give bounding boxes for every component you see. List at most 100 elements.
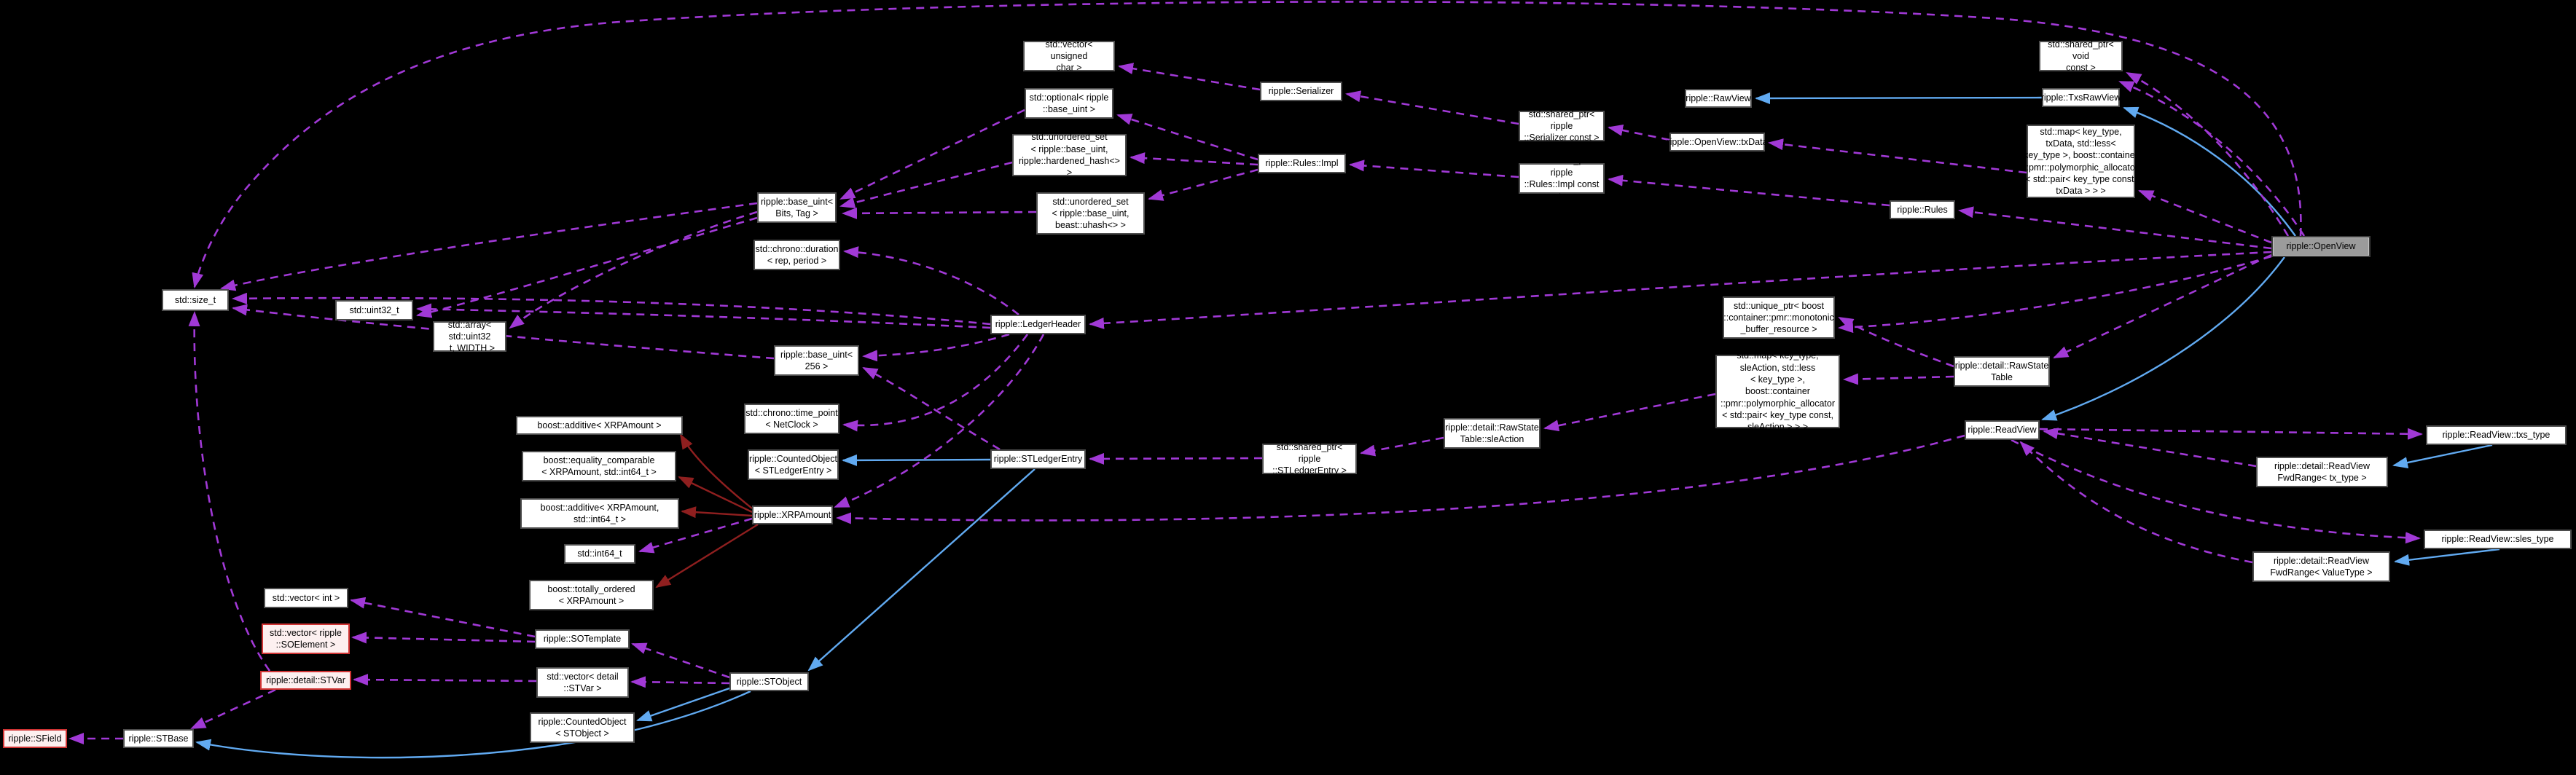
edge-xrpamount-int64 — [638, 517, 753, 554]
node-sp_void[interactable]: std::shared_ptr< void const > — [2039, 39, 2123, 73]
edge-stvar-size_t — [188, 311, 271, 672]
node-label: std::unordered_set < ripple::base_uint, … — [1052, 196, 1130, 231]
node-sp_rules_impl[interactable]: std::shared_ptr< ripple ::Rules::Impl co… — [1519, 155, 1605, 201]
node-label: ripple::Rules::Impl — [1265, 158, 1339, 169]
edge-openview-size_t — [192, 1, 2302, 288]
edge-stvar-stbase — [190, 688, 276, 730]
node-stledgerentry[interactable]: ripple::STLedgerEntry — [990, 449, 1086, 469]
edge-openview-sp_void — [2118, 80, 2306, 237]
node-int64[interactable]: std::int64_t — [564, 544, 635, 564]
node-openview[interactable]: ripple::OpenView — [2271, 236, 2371, 257]
node-array[interactable]: std::array< std::uint32 _t, WIDTH > — [433, 320, 506, 353]
node-uset_uhash[interactable]: std::unordered_set < ripple::base_uint, … — [1036, 192, 1145, 235]
edge-base_uint_bt-array — [509, 211, 758, 329]
node-badd1[interactable]: boost::additive< XRPAmount > — [516, 416, 683, 435]
node-serializer[interactable]: ripple::Serializer — [1260, 82, 1342, 101]
node-label: std::vector< ripple ::SOElement > — [269, 627, 342, 650]
node-vec_stvar[interactable]: std::vector< detail ::STVar > — [536, 667, 629, 698]
node-timepoint[interactable]: std::chrono::time_point < NetClock > — [744, 404, 839, 434]
node-vec_soel[interactable]: std::vector< ripple ::SOElement > — [262, 623, 350, 654]
node-label: std::uint32_t — [349, 304, 399, 315]
node-label: std::int64_t — [577, 548, 622, 559]
node-label: ripple::OpenView::txData — [1667, 136, 1768, 147]
node-map_txdata[interactable]: std::map< key_type, txData, std::less< k… — [2024, 125, 2138, 198]
node-label: std::unique_ptr< boost ::container::pmr:… — [1723, 300, 1834, 335]
edge-readview-txs_type — [2039, 428, 2423, 440]
node-label: std::size_t — [174, 294, 216, 305]
node-label: ripple::base_uint< Bits, Tag > — [760, 196, 834, 219]
node-xrpamount[interactable]: ripple::XRPAmount — [752, 505, 833, 524]
node-uptr_mono[interactable]: std::unique_ptr< boost ::container::pmr:… — [1723, 296, 1835, 339]
node-co_sto[interactable]: ripple::CountedObject < STObject > — [530, 712, 635, 743]
node-map_sle[interactable]: std::map< key_type, sleAction, std::less… — [1715, 350, 1840, 432]
node-label: boost::additive< XRPAmount > — [537, 420, 662, 430]
node-rules[interactable]: ripple::Rules — [1890, 200, 1955, 219]
node-beq[interactable]: boost::equality_comparable < XRPAmount, … — [522, 451, 676, 481]
edge-sleaction-sp_sle — [1360, 436, 1444, 457]
node-label: ripple::Rules — [1897, 204, 1948, 215]
node-stbase[interactable]: ripple::STBase — [123, 729, 194, 748]
node-label: std::shared_ptr< ripple ::Rules::Impl co… — [1524, 155, 1600, 202]
node-rawstatetable[interactable]: ripple::detail::RawState Table — [1954, 356, 2050, 387]
node-fwd_tx[interactable]: ripple::detail::ReadView FwdRange< tx_ty… — [2256, 457, 2388, 487]
node-fwd_val[interactable]: ripple::detail::ReadView FwdRange< Value… — [2252, 551, 2390, 582]
node-label: std::optional< ripple ::base_uint > — [1029, 92, 1109, 114]
edge-rawstatetable-map_sle — [1843, 373, 1954, 385]
edge-readview-xrpamount — [836, 434, 1965, 524]
edge-uset_hard-base_uint_bt — [839, 161, 1013, 209]
edge-openview-map_txdata — [2138, 189, 2272, 244]
node-badd2[interactable]: boost::additive< XRPAmount, std::int64_t… — [520, 498, 679, 529]
node-label: std::chrono::time_point < NetClock > — [745, 407, 838, 430]
node-sp_sle[interactable]: std::shared_ptr< ripple ::STLedgerEntry … — [1262, 442, 1357, 476]
edge-xrpamount-badd1 — [679, 433, 753, 509]
edge-rules_impl-optional — [1116, 114, 1258, 161]
edge-ledgerheader-size_t — [232, 292, 991, 326]
edge-openview-ledgerheader — [1089, 251, 2272, 329]
edge-stledgerentry-stobject — [807, 468, 1036, 672]
node-co_sle[interactable]: ripple::CountedObject < STLedgerEntry > — [748, 449, 839, 480]
node-rules_impl[interactable]: ripple::Rules::Impl — [1258, 154, 1346, 173]
edge-txdata-sp_serializer — [1608, 124, 1670, 141]
node-ledgerheader[interactable]: ripple::LedgerHeader — [990, 315, 1086, 334]
node-vec_uchar[interactable]: std::vector< unsigned char > — [1023, 39, 1115, 73]
edge-stobject-co_sto — [636, 687, 730, 722]
node-sles_type[interactable]: ripple::ReadView::sles_type — [2424, 530, 2572, 549]
node-stobject[interactable]: ripple::STObject — [729, 672, 809, 691]
edge-sp_serializer-serializer — [1345, 90, 1519, 125]
node-btot[interactable]: boost::totally_ordered < XRPAmount > — [529, 580, 654, 610]
edge-serializer-vec_uchar — [1118, 63, 1261, 91]
node-label: ripple::detail::ReadView FwdRange< tx_ty… — [2274, 460, 2371, 483]
node-txsrawview[interactable]: ripple::TxsRawView — [2041, 88, 2121, 107]
edge-xrpamount-beq — [678, 476, 753, 514]
node-vec_int[interactable]: std::vector< int > — [264, 588, 348, 608]
node-readview[interactable]: ripple::ReadView — [1965, 420, 2040, 440]
node-size_t[interactable]: std::size_t — [162, 289, 229, 311]
node-label: std::shared_ptr< ripple ::Serializer con… — [1524, 109, 1600, 143]
node-txs_type[interactable]: ripple::ReadView::txs_type — [2426, 425, 2567, 445]
edge-map_txdata-txdata — [1768, 138, 2027, 174]
node-uint32[interactable]: std::uint32_t — [335, 300, 413, 320]
node-sp_serializer[interactable]: std::shared_ptr< ripple ::Serializer con… — [1519, 109, 1605, 143]
edge-vec_stvar-stvar — [353, 674, 537, 686]
node-sfield[interactable]: ripple::SField — [3, 729, 67, 748]
node-sleaction[interactable]: ripple::detail::RawState Table::sleActio… — [1444, 418, 1540, 449]
node-label: boost::totally_ordered < XRPAmount > — [547, 583, 635, 606]
edge-openview-sp_void — [2126, 71, 2290, 237]
edge-rules-sp_rules_impl — [1608, 174, 1890, 207]
node-uset_hard[interactable]: std::unordered_set < ripple::base_uint, … — [1012, 132, 1127, 178]
node-label: std::unordered_set < ripple::base_uint, … — [1018, 132, 1120, 178]
edge-sp_rules_impl-rules_impl — [1349, 160, 1519, 178]
edge-rawstatetable-uptr_mono — [1838, 316, 1954, 368]
node-label: std::vector< detail ::STVar > — [547, 671, 619, 693]
node-stvar[interactable]: ripple::detail::STVar — [260, 671, 351, 690]
edge-fwd_val-readview — [2019, 441, 2253, 564]
node-sotemplate[interactable]: ripple::SOTemplate — [535, 629, 630, 649]
node-rawview[interactable]: ripple::RawView — [1685, 89, 1752, 108]
node-duration[interactable]: std::chrono::duration < rep, period > — [753, 240, 840, 270]
node-txdata[interactable]: ripple::OpenView::txData — [1667, 133, 1768, 152]
node-base_uint256[interactable]: ripple::base_uint< 256 > — [774, 345, 859, 376]
edge-xrpamount-badd2 — [681, 506, 753, 519]
node-optional[interactable]: std::optional< ripple ::base_uint > — [1025, 88, 1113, 119]
node-base_uint_bt[interactable]: ripple::base_uint< Bits, Tag > — [757, 192, 837, 223]
edge-sles_type-fwd_val — [2394, 548, 2500, 566]
